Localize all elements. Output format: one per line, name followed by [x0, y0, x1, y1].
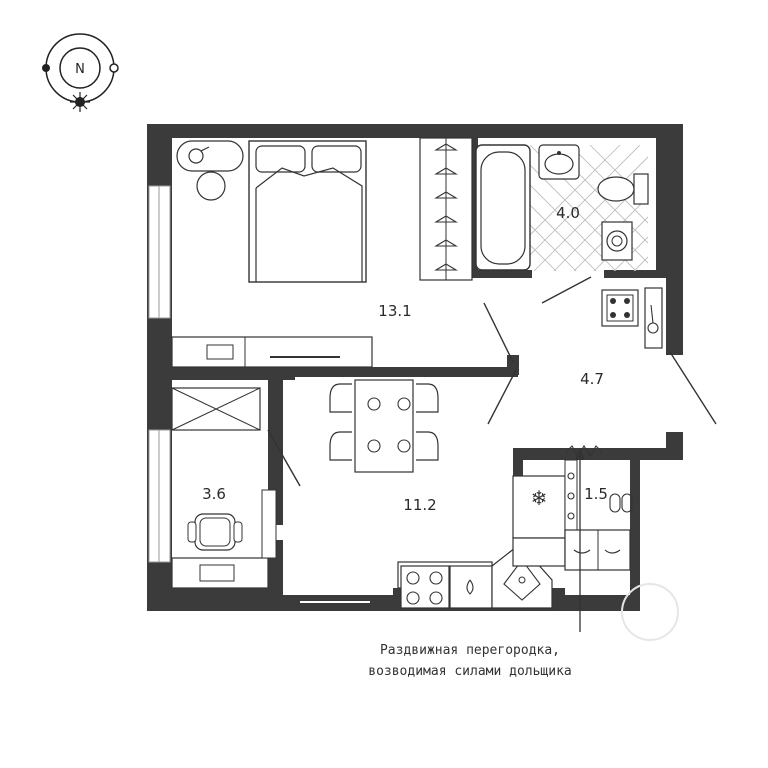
partition-note-line2: возводимая силами дольщика — [368, 664, 572, 679]
bedroom: 13.1 — [171, 137, 514, 368]
chair-left-top — [329, 383, 352, 413]
compass-inner-circle — [59, 47, 101, 89]
top-wall — [147, 124, 683, 138]
washing-machine — [601, 221, 633, 261]
bath-bottom-wall — [472, 270, 532, 278]
bedroom-door[interactable] — [483, 302, 514, 363]
kitchen-living: ❄ 11.2 — [283, 379, 566, 609]
right-mid-wall — [666, 280, 683, 355]
study: 3.6 — [171, 387, 301, 589]
room-area-wardrobe: 1.5 — [584, 485, 608, 503]
pillow-left — [255, 145, 306, 173]
bathroom — [475, 144, 649, 304]
partition-arrow-icon — [575, 448, 585, 460]
bathroom-door[interactable] — [541, 276, 592, 304]
stool — [196, 171, 226, 201]
chair-left-bottom — [329, 431, 352, 461]
double-bed — [248, 140, 367, 283]
water-drop-icon — [466, 579, 474, 595]
study-cabinet — [171, 387, 261, 431]
office-chair — [187, 513, 243, 551]
compass-north-label: N — [75, 62, 85, 77]
kitchen-counter: ❄ — [397, 475, 566, 609]
bottom-right-wall — [565, 595, 640, 611]
right-lower-wall — [630, 448, 640, 610]
pillow-right — [311, 145, 362, 173]
vanity-table — [176, 140, 244, 201]
kitchen-door[interactable] — [487, 369, 517, 425]
compass-west-dot — [42, 64, 50, 72]
tv-cabinet — [283, 588, 393, 603]
study-door[interactable] — [267, 429, 301, 487]
room-area-bathroom: 4.0 — [556, 204, 580, 222]
exterior-wall — [147, 124, 683, 611]
wardrobe — [419, 137, 473, 281]
right-upper-wall — [656, 124, 683, 270]
laptop — [206, 344, 234, 360]
shoes-icon — [609, 493, 633, 513]
toilet — [597, 173, 649, 205]
hallway: 4.7 — [487, 287, 717, 425]
dresser — [171, 336, 373, 368]
sun-icon — [70, 92, 90, 112]
chair-right-top — [416, 383, 439, 413]
watermark-logo — [621, 583, 679, 641]
hallway-floor — [513, 278, 666, 448]
closet-rail — [565, 444, 603, 458]
walk-in-closet: 1.5 — [564, 444, 633, 632]
room-area-hallway: 4.7 — [580, 370, 604, 388]
compass: N — [42, 33, 119, 112]
keyboard — [199, 564, 235, 582]
entrance-door[interactable] — [669, 351, 717, 425]
closet-top-wall — [513, 448, 565, 460]
partition-note: Раздвижная перегородка, возводимая силам… — [320, 640, 620, 682]
compass-east-dot — [109, 63, 119, 73]
hall-shoe-rack — [644, 287, 663, 349]
bath-left-wall — [472, 138, 478, 270]
chair-right-bottom — [416, 431, 439, 461]
room-area-study: 3.6 — [202, 485, 226, 503]
snowflake-icon: ❄ — [531, 486, 548, 510]
hall-cabinet — [601, 289, 639, 327]
study-wall-upper — [268, 380, 283, 430]
fridge — [512, 475, 566, 539]
study-desk — [171, 557, 269, 589]
room-area-kitchen-living: 11.2 — [403, 496, 436, 514]
dining-table — [329, 379, 439, 473]
sliding-partition — [261, 489, 277, 559]
bedroom-bottom-wall — [172, 367, 518, 377]
room-area-bedroom: 13.1 — [378, 302, 411, 320]
partition-note-line1: Раздвижная перегородка, — [379, 643, 560, 658]
